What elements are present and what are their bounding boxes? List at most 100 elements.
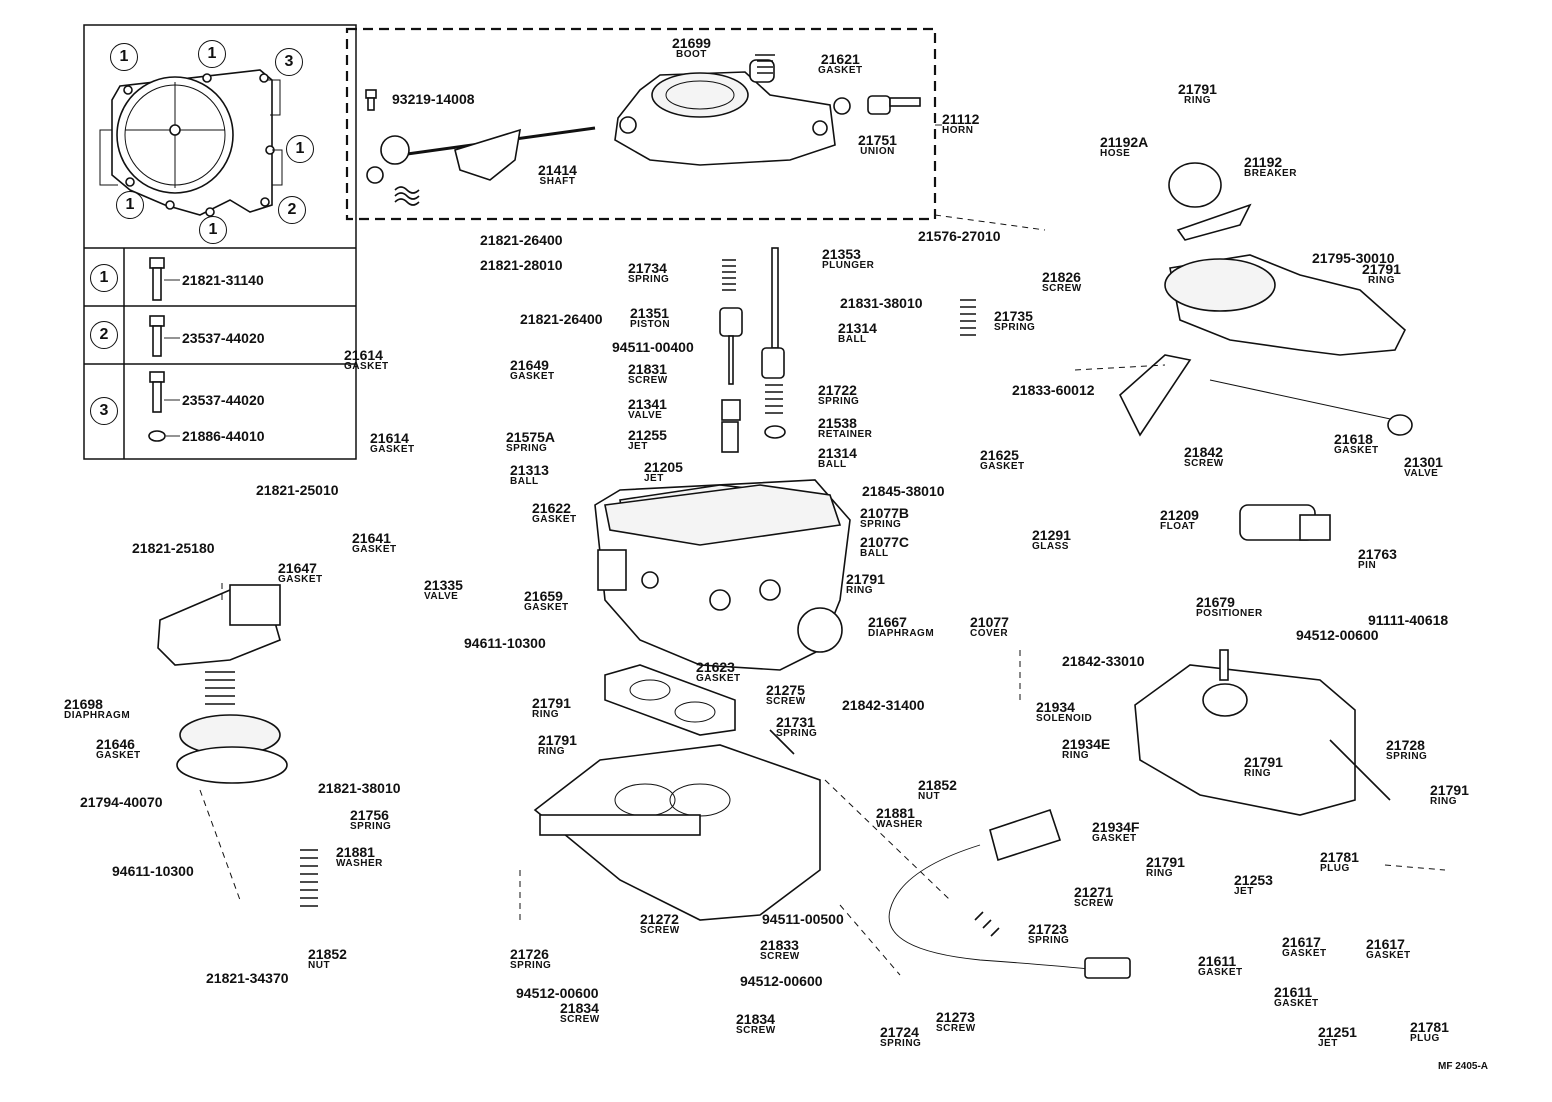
part-number: 21275	[766, 682, 805, 698]
part-name: WASHER	[336, 858, 383, 869]
callout-circle: 3	[275, 48, 303, 76]
part-name: SCREW	[766, 696, 806, 707]
gasket-21622	[604, 484, 842, 546]
part-number: 21934	[1036, 699, 1075, 715]
part-number: 21731	[776, 714, 815, 730]
part-name: SCREW	[736, 1025, 776, 1036]
part-number: 21821-26400	[480, 232, 563, 248]
part-name: GASKET	[818, 65, 863, 76]
legend-part-number: 21821-31140	[182, 272, 264, 288]
part-name: VALVE	[424, 591, 459, 602]
part-label: 21833-60012	[1012, 383, 1095, 397]
part-label: 93219-14008	[392, 92, 475, 106]
part-number: 21614	[344, 347, 383, 363]
part-name: SPRING	[1386, 751, 1428, 762]
part-number: 21852	[308, 946, 347, 962]
part-name: BREAKER	[1244, 168, 1297, 179]
part-number: 91111-40618	[1368, 612, 1449, 628]
part-number: 21831-38010	[840, 295, 923, 311]
part-name: GASKET	[352, 544, 397, 555]
part-name: SPRING	[880, 1038, 922, 1049]
part-number: 21821-25180	[132, 540, 215, 556]
part-name: GASKET	[524, 602, 569, 613]
part-name: BOOT	[676, 49, 707, 60]
plunger-assembly	[761, 247, 786, 439]
part-number: 21842-31400	[842, 697, 925, 713]
part-number: 21251	[1318, 1024, 1357, 1040]
part-number: 21617	[1366, 936, 1405, 952]
part-label: 21821-26400	[520, 312, 603, 326]
part-label: 91111-40618	[1368, 613, 1448, 627]
callout-circle: 1	[116, 191, 144, 219]
diaphragm-housing	[157, 584, 288, 784]
part-number: 21791	[1430, 782, 1469, 798]
part-number: 21351	[630, 305, 669, 321]
part-number: 21791	[1362, 261, 1401, 277]
part-number: 21791	[532, 695, 571, 711]
part-number: 21794-40070	[80, 794, 163, 810]
part-number: 21724	[880, 1024, 919, 1040]
part-name: RING	[1062, 750, 1089, 761]
part-number: 21722	[818, 382, 857, 398]
part-number: 21414	[538, 162, 577, 178]
part-name: SCREW	[1074, 898, 1114, 909]
spring-21735	[960, 299, 976, 336]
part-name: HOSE	[1100, 148, 1131, 159]
part-name: SPRING	[350, 821, 392, 832]
legend-box	[83, 24, 357, 460]
part-label: 21831-38010	[840, 296, 923, 310]
part-name: JET	[1318, 1038, 1338, 1049]
part-name: SCREW	[1184, 458, 1224, 469]
part-number: 21795-30010	[1312, 250, 1395, 266]
part-name: BALL	[510, 476, 539, 487]
part-name: SCREW	[760, 951, 800, 962]
part-number: 21192A	[1100, 134, 1149, 150]
part-name: POSITIONER	[1196, 608, 1263, 619]
part-name: BALL	[860, 548, 889, 559]
part-number: 21833	[760, 937, 799, 953]
part-number: 21614	[370, 430, 409, 446]
part-number: 21353	[822, 246, 861, 262]
part-name: GASKET	[696, 673, 741, 684]
legend-row-key: 3	[90, 397, 118, 425]
part-number: 21649	[510, 357, 549, 373]
part-label: 21845-38010	[862, 484, 945, 498]
part-number: 21751	[858, 132, 897, 148]
part-name: SPRING	[860, 519, 902, 530]
part-number: 21734	[628, 260, 667, 276]
part-number: 21659	[524, 588, 563, 604]
part-name: GASKET	[980, 461, 1025, 472]
part-number: 21625	[980, 447, 1019, 463]
part-number: 21205	[644, 459, 683, 475]
legend-part-number: 23537-44020	[182, 392, 265, 408]
part-number: 21842	[1184, 444, 1223, 460]
